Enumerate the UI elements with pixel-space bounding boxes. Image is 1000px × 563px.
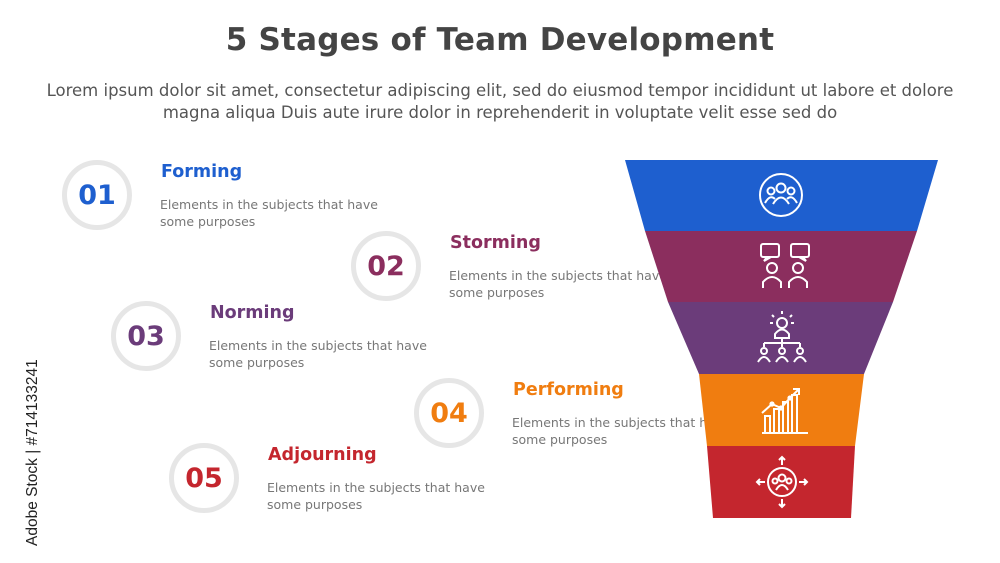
stage-title: Storming	[450, 233, 541, 253]
team-disperse-icon	[755, 455, 809, 509]
funnel-segment-2	[645, 231, 917, 302]
stage-number: 03	[127, 320, 165, 352]
page-subtitle: Lorem ipsum dolor sit amet, consectetur …	[46, 81, 954, 122]
stage-number-circle: 01	[62, 160, 132, 230]
stage-number: 04	[430, 397, 468, 429]
growth-chart-icon	[761, 388, 808, 434]
stage-performing: 04 Performing Elements in the subjects t…	[414, 378, 734, 458]
stage-description: Elements in the subjects that have some …	[512, 415, 730, 447]
stage-storming: 02 Storming Elements in the subjects tha…	[351, 231, 671, 311]
stage-title: Performing	[513, 380, 624, 400]
stage-number-circle: 02	[351, 231, 421, 301]
page-title: 5 Stages of Team Development	[225, 22, 775, 58]
stage-description: Elements in the subjects that have some …	[160, 197, 378, 229]
stage-norming: 03 Norming Elements in the subjects that…	[111, 301, 431, 381]
stage-number: 01	[78, 179, 116, 211]
funnel-segment-5	[707, 446, 855, 518]
stage-number: 05	[185, 462, 223, 494]
discussion-people-icon	[760, 243, 810, 288]
stage-description: Elements in the subjects that have some …	[267, 480, 485, 512]
hierarchy-idea-icon	[757, 311, 807, 363]
stage-number-circle: 04	[414, 378, 484, 448]
stage-number: 02	[367, 250, 405, 282]
stage-forming: 01 Forming Elements in the subjects that…	[62, 160, 382, 240]
stage-description: Elements in the subjects that have some …	[449, 268, 667, 300]
stage-title: Norming	[210, 303, 295, 323]
stage-number-circle: 05	[169, 443, 239, 513]
funnel-segment-3	[668, 302, 893, 374]
stage-number-circle: 03	[111, 301, 181, 371]
funnel-segment-4	[699, 374, 864, 446]
stage-title: Forming	[161, 162, 243, 182]
stage-adjourning: 05 Adjourning Elements in the subjects t…	[169, 443, 489, 523]
stage-description: Elements in the subjects that have some …	[209, 338, 427, 370]
funnel-segment-1	[625, 160, 938, 231]
team-group-icon	[759, 173, 803, 217]
stage-title: Adjourning	[268, 445, 377, 465]
